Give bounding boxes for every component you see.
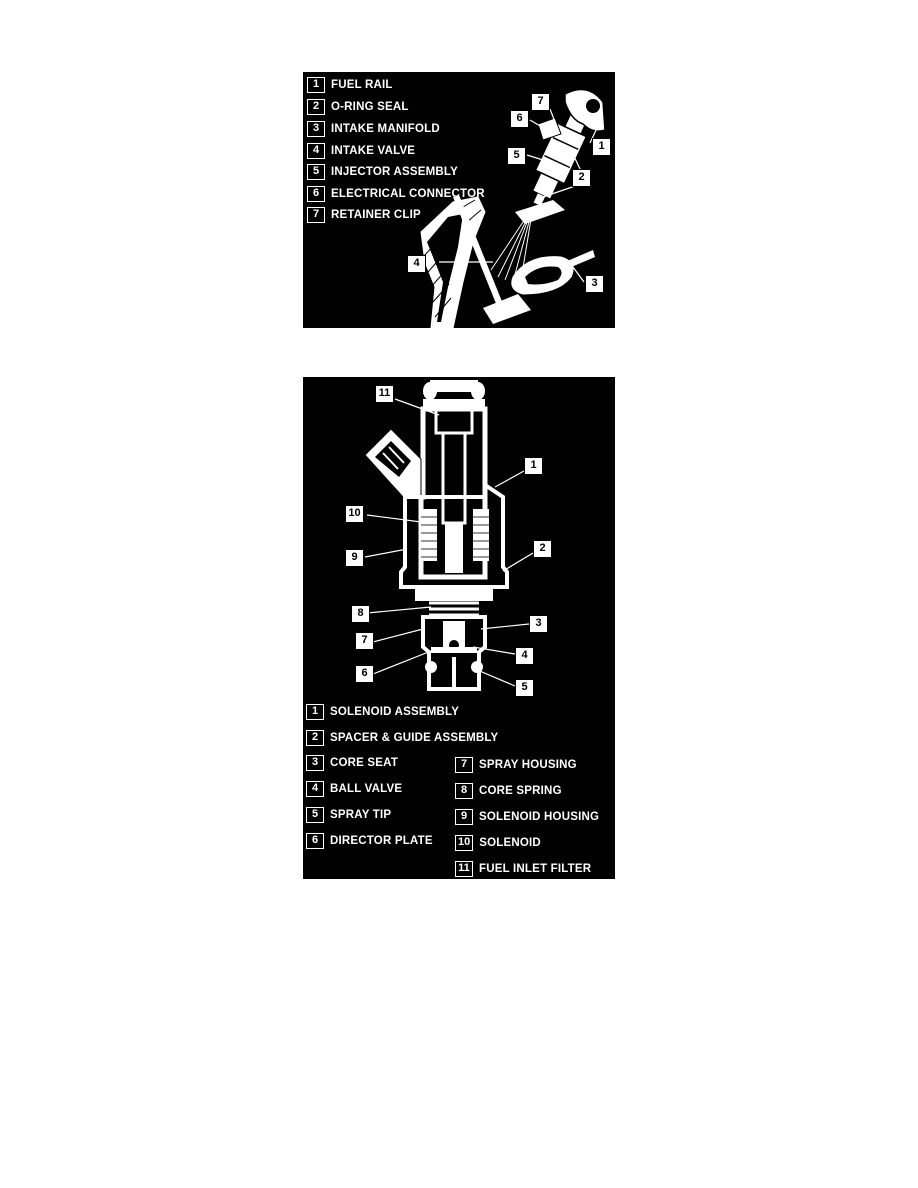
legend-number: 4 [306,781,324,797]
legend-number: 7 [307,207,325,223]
legend-item-3: 3 CORE SEAT [306,755,398,771]
legend-number: 1 [306,704,324,720]
legend-number: 6 [307,186,325,202]
legend-item-5: 5 SPRAY TIP [306,807,391,823]
callout-2: 2 [572,169,591,187]
legend-item-4: 4 INTAKE VALVE [307,143,415,159]
legend-item-11: 11 FUEL INLET FILTER [455,861,591,877]
legend-number: 5 [306,807,324,823]
legend-label: CORE SPRING [479,785,562,797]
legend-number: 2 [307,99,325,115]
callout-11: 11 [375,385,394,403]
legend-item-1: 1 SOLENOID ASSEMBLY [306,704,459,720]
injector-cutaway-figure: 11 1 10 9 2 8 3 7 4 6 5 1 SOLENOID ASSEM… [303,377,615,879]
legend-label: FUEL INLET FILTER [479,863,592,875]
legend-number: 9 [455,809,473,825]
legend-item-5: 5 INJECTOR ASSEMBLY [307,164,458,180]
legend-item-8: 8 CORE SPRING [455,783,562,799]
legend-item-10: 10 SOLENOID [455,835,541,851]
legend-number: 4 [307,143,325,159]
legend-label: SOLENOID [479,837,541,849]
legend-item-3: 3 INTAKE MANIFOLD [307,121,440,137]
legend-item-6: 6 DIRECTOR PLATE [306,833,433,849]
legend-label: SPRAY HOUSING [479,759,577,771]
legend-label: INJECTOR ASSEMBLY [331,166,458,178]
legend-label: DIRECTOR PLATE [330,835,433,847]
injector-installation-figure: 1 FUEL RAIL 2 O-RING SEAL 3 INTAKE MANIF… [303,72,615,328]
legend-number: 3 [306,755,324,771]
legend-number: 2 [306,730,324,746]
legend-item-2: 2 SPACER & GUIDE ASSEMBLY [306,730,498,746]
legend-item-4: 4 BALL VALVE [306,781,402,797]
legend-label: CORE SEAT [330,757,399,769]
callout-8: 8 [351,605,370,623]
legend-number: 5 [307,164,325,180]
legend-label: SPACER & GUIDE ASSEMBLY [330,732,499,744]
legend-label: BALL VALVE [330,783,403,795]
legend-item-2: 2 O-RING SEAL [307,99,409,115]
callout-4: 4 [515,647,534,665]
callout-5: 5 [515,679,534,697]
callout-3: 3 [529,615,548,633]
legend-number: 3 [307,121,325,137]
legend-item-9: 9 SOLENOID HOUSING [455,809,599,825]
callout-1: 1 [524,457,543,475]
callout-1: 1 [592,138,611,156]
legend-item-7: 7 RETAINER CLIP [307,207,421,223]
injector-cutaway-drawing [364,380,534,691]
legend-number: 6 [306,833,324,849]
legend-label: SPRAY TIP [330,809,392,821]
legend-label: RETAINER CLIP [331,209,421,221]
callout-10: 10 [345,505,364,523]
callout-2: 2 [533,540,552,558]
legend-label: SOLENOID ASSEMBLY [330,706,460,718]
callout-3: 3 [585,275,604,293]
legend-label: FUEL RAIL [331,79,393,91]
legend-item-7: 7 SPRAY HOUSING [455,757,577,773]
legend-item-1: 1 FUEL RAIL [307,77,393,93]
callout-7: 7 [355,632,374,650]
legend-label: SOLENOID HOUSING [479,811,600,823]
callout-5: 5 [507,147,526,165]
legend-number: 10 [455,835,474,851]
legend-label: INTAKE VALVE [331,145,416,157]
legend-label: ELECTRICAL CONNECTOR [331,188,485,200]
legend-label: O-RING SEAL [331,101,409,113]
legend-item-6: 6 ELECTRICAL CONNECTOR [307,186,485,202]
callout-6: 6 [355,665,374,683]
callout-4: 4 [407,255,426,273]
callout-6: 6 [510,110,529,128]
legend-number: 8 [455,783,473,799]
injector-installation-drawing [420,88,606,328]
callout-9: 9 [345,549,364,567]
legend-number: 1 [307,77,325,93]
legend-number: 11 [455,861,473,877]
callout-7: 7 [531,93,550,111]
legend-label: INTAKE MANIFOLD [331,123,440,135]
legend-number: 7 [455,757,473,773]
